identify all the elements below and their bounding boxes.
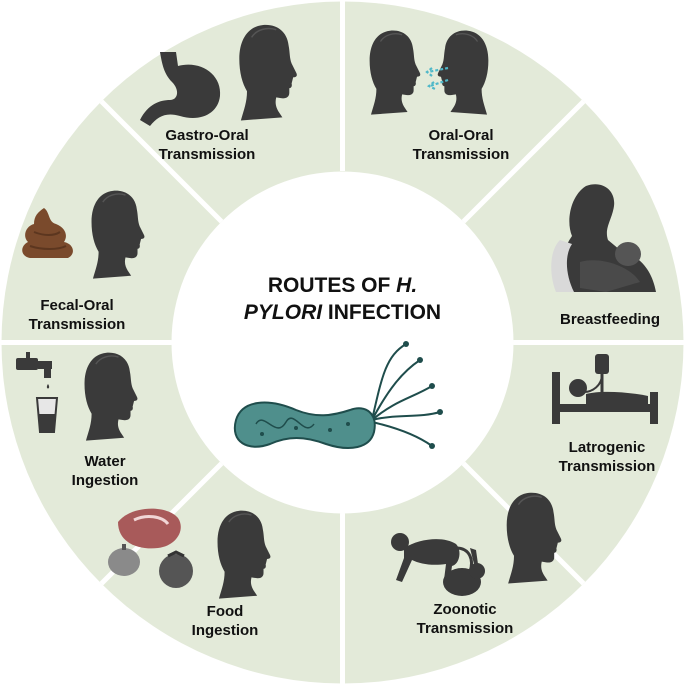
title-line1-italic: H. [396,274,418,297]
title-line2-italic: PYLORI [243,301,323,324]
title-line2-suffix: INFECTION [322,301,442,324]
rabbit-icon [443,548,485,596]
hospital-bed-icon [552,372,658,424]
bacterium-icon [233,341,443,449]
breath-arrows-icon [425,66,449,90]
segment-label-breastfeeding: Breastfeeding [559,311,661,328]
pumpkin-icon [108,544,140,576]
water-glass-icon [35,397,59,433]
tomato-icon [159,550,193,588]
center-title: ROUTES OF H. PYLORI INFECTION [205,272,480,326]
feces-icon [22,208,73,258]
stomach-icon [140,52,221,126]
title-line1-prefix: ROUTES OF [267,274,397,297]
inner-disc [171,171,514,514]
mother-baby-icon [551,184,656,292]
monkey-icon [391,533,473,582]
faucet-icon [16,352,52,389]
meat-icon [118,508,181,549]
